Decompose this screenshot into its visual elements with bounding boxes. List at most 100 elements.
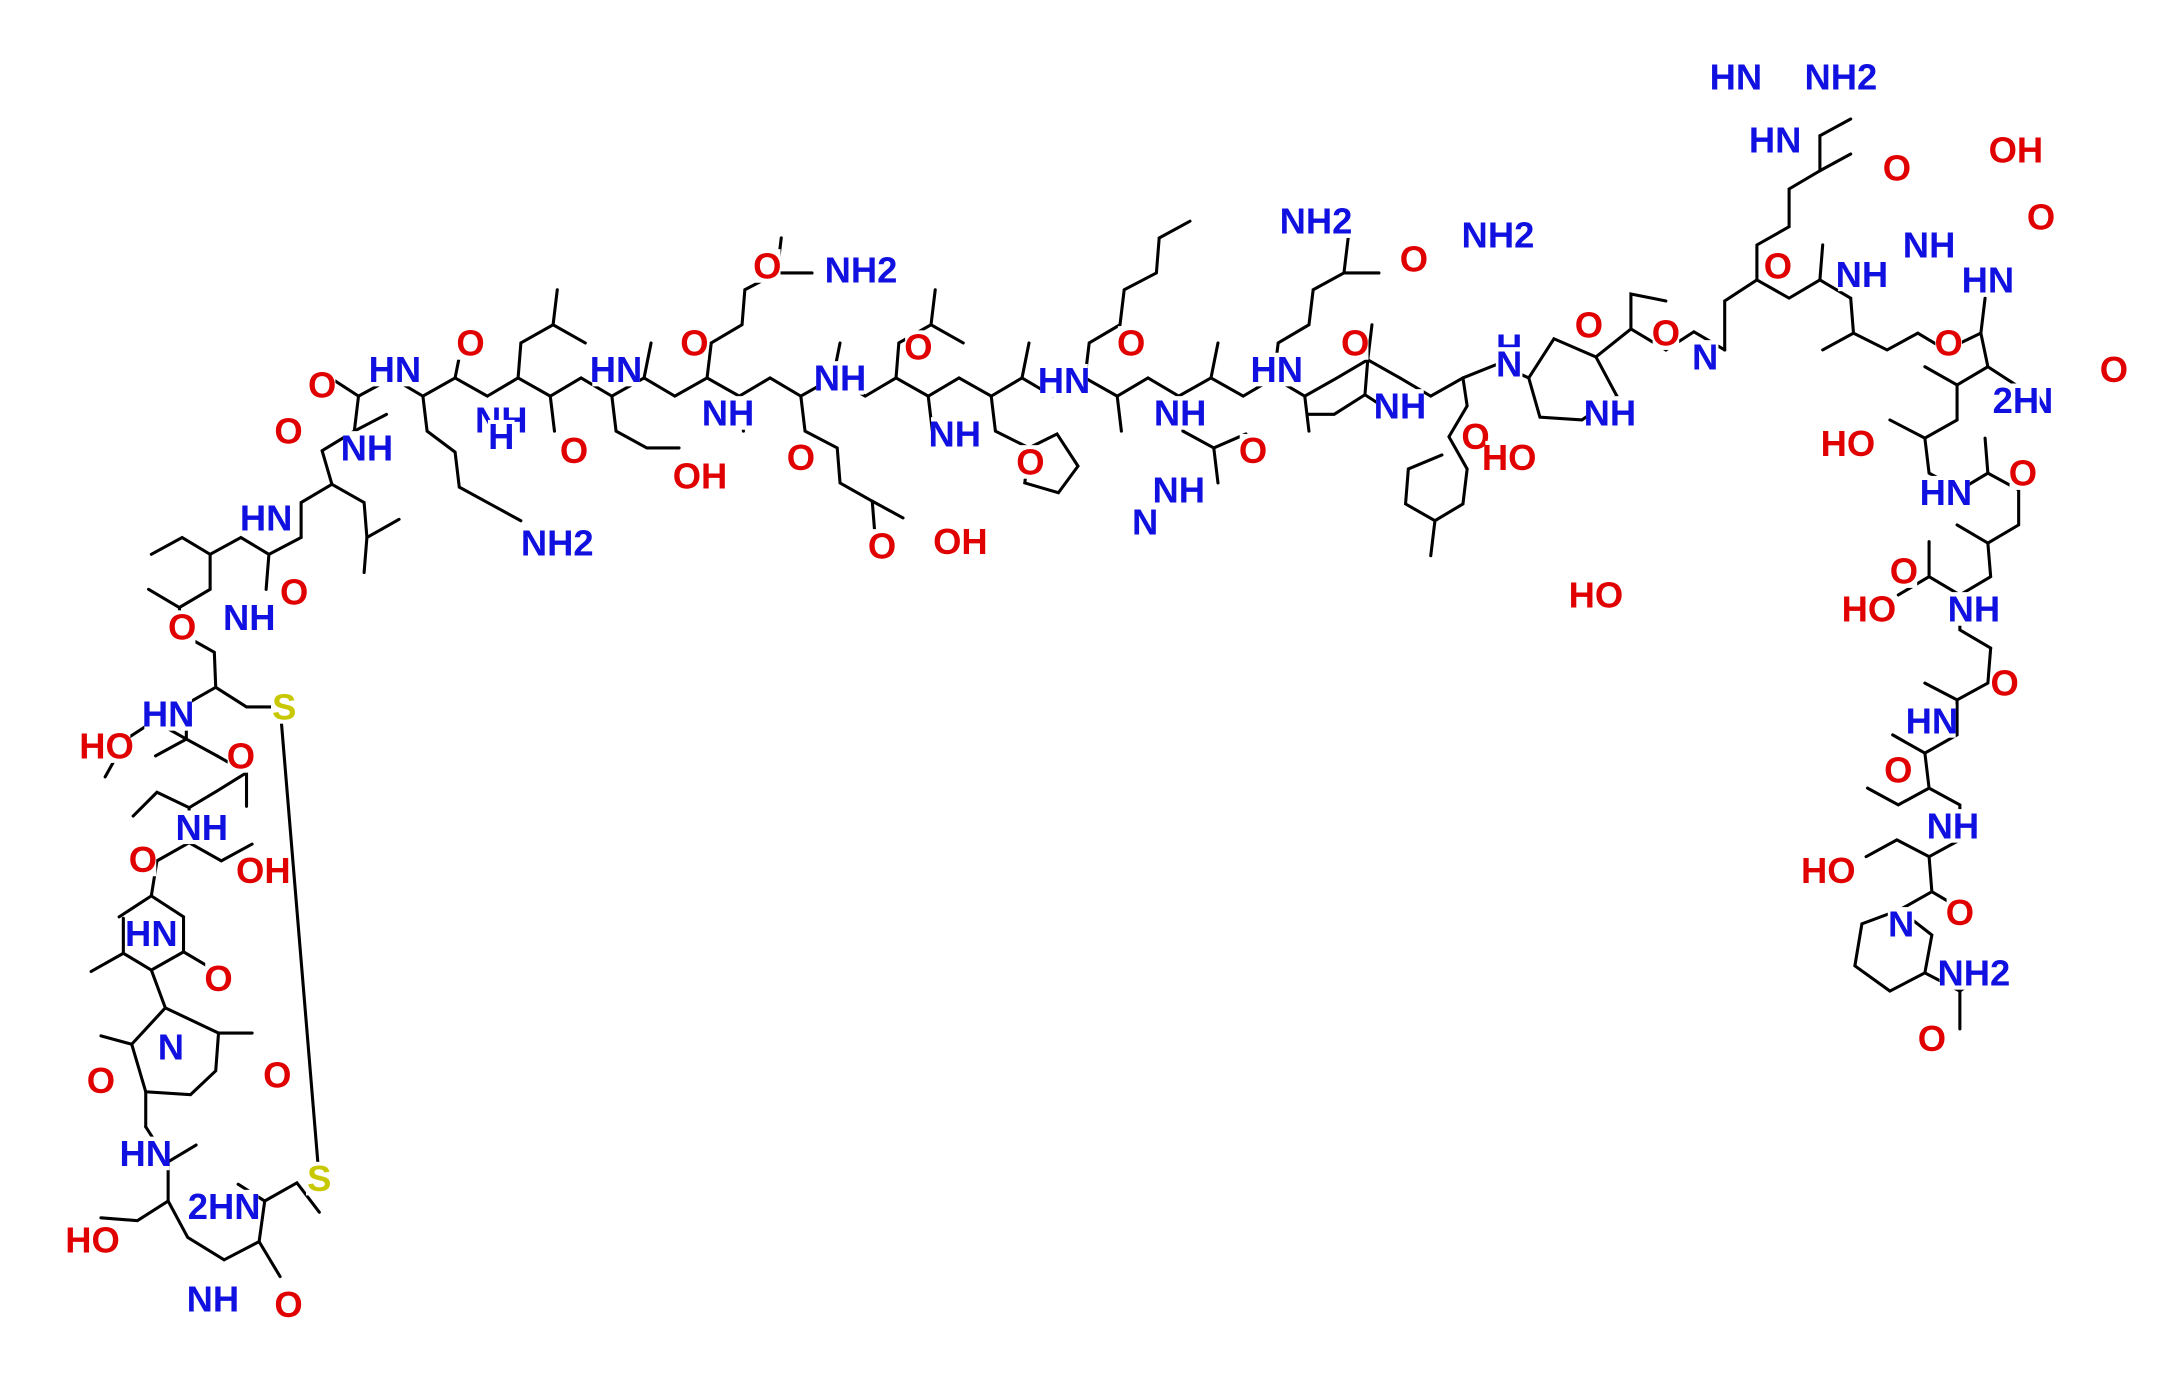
atom-label-o: O	[1239, 430, 1267, 471]
bond	[1849, 296, 1920, 352]
bond	[1083, 219, 1192, 380]
bond	[1888, 383, 1959, 440]
atom-label-background	[1040, 363, 1088, 398]
atom-label-background	[1117, 326, 1145, 360]
bond	[180, 632, 218, 706]
atom-label-background	[1652, 316, 1680, 350]
atom-label-background	[1918, 1021, 1946, 1056]
atom-label-o: O	[1991, 663, 2019, 704]
atom-label-background	[1156, 396, 1204, 430]
atom-label-oh: OH	[933, 521, 988, 562]
bond	[926, 376, 1024, 398]
atom-label-o: O	[1764, 245, 1792, 286]
bond	[453, 376, 552, 398]
atom-label-background	[592, 352, 640, 387]
atom-label-background	[1462, 419, 1489, 454]
bond	[1307, 358, 1370, 416]
bond	[870, 499, 905, 520]
bond	[149, 968, 167, 1010]
atom-label-nh: NH	[1903, 224, 1956, 265]
atom-label-o: O	[753, 245, 781, 286]
atom-label-o: O	[1461, 416, 1489, 457]
atom-label-background	[1691, 340, 1719, 374]
atom-label-nh2: NH2	[1937, 952, 2010, 993]
bond	[1594, 292, 1668, 359]
atom-label-o: O	[1884, 749, 1912, 790]
atom-label-nh2: NH2	[825, 250, 898, 291]
bond	[208, 535, 303, 557]
atom-label-background	[225, 600, 274, 635]
bond	[214, 685, 282, 709]
bond	[799, 394, 877, 538]
bond	[1818, 243, 1825, 282]
bond	[1916, 296, 1987, 352]
atom-label-nh: NH	[1154, 392, 1207, 433]
atom-label-nh: NH	[702, 392, 755, 433]
atom-label-background	[239, 853, 288, 888]
atom-label-background	[1908, 704, 1956, 738]
atom-label-background	[1376, 389, 1424, 423]
atom-label-background	[905, 330, 932, 364]
atom-label-o: O	[1883, 147, 1911, 188]
atom-label-o: O	[1918, 1018, 1946, 1059]
atom-label-nh: NH	[223, 597, 276, 638]
atom-label-background	[1495, 347, 1523, 381]
bond	[149, 894, 216, 972]
atom-label-hn: HN	[240, 497, 293, 538]
atom-label-hn: HN	[125, 913, 178, 954]
atom-label-background	[275, 414, 302, 448]
atom-label-background	[82, 729, 131, 763]
bond	[642, 376, 741, 398]
atom-label-background	[560, 433, 588, 468]
atom-label-n: N	[1888, 903, 1914, 944]
bond	[1303, 357, 1402, 398]
bond-layer	[89, 117, 2021, 1279]
bond	[1865, 751, 1931, 807]
atom-label-background	[1905, 228, 1953, 262]
atom-label-background	[826, 253, 896, 287]
bond	[1303, 394, 1311, 433]
atom-label-background	[129, 842, 157, 877]
atom-label-ho: HO	[65, 1220, 120, 1261]
atom-label-nh: NH	[187, 1279, 240, 1320]
atom-label-background	[1992, 383, 2040, 418]
atom-label-s: S	[307, 1158, 331, 1199]
atom-label-background	[1239, 433, 1267, 468]
atom-label-nh: NH	[1584, 392, 1637, 433]
atom-label-ho: HO	[1569, 574, 1624, 615]
atom-label-background	[87, 1063, 115, 1098]
atom-label-n: N	[158, 1027, 184, 1068]
atom-label-background	[1751, 123, 1799, 157]
atom-label-background	[1806, 60, 1876, 94]
atom-label-nh: NH	[341, 427, 394, 468]
atom-label-background	[2100, 352, 2128, 387]
atom-label-n: N	[1692, 336, 1718, 377]
atom-label-background	[1929, 809, 1977, 843]
atom-label-background	[2027, 200, 2055, 234]
atom-label-o: O	[1117, 322, 1145, 363]
atom-label-o: O	[2100, 349, 2128, 390]
atom-label-oh: OH	[673, 455, 728, 496]
atom-label-background	[1575, 307, 1603, 342]
bond	[421, 394, 523, 523]
atom-label-background	[271, 690, 298, 724]
atom-label-nh2: NH2	[521, 523, 594, 564]
atom-label-background	[936, 524, 985, 559]
bond	[1209, 341, 1220, 380]
bond	[1342, 236, 1350, 275]
bond	[1864, 838, 1962, 859]
bond	[356, 376, 457, 398]
atom-label-nh2: NH2	[1805, 56, 1878, 97]
atom-label-nh2: NH2	[1462, 215, 1535, 256]
bond	[1891, 646, 1993, 755]
atom-label-h: H	[488, 416, 514, 457]
atom-label-o: O	[1016, 441, 1044, 482]
atom-label-background	[68, 1223, 117, 1258]
bond	[264, 552, 271, 591]
atom-label-background	[1572, 578, 1620, 612]
atom-label-background	[676, 459, 724, 493]
bond	[516, 322, 587, 380]
atom-label-hn: HN	[369, 349, 422, 390]
atom-label-background	[275, 1287, 302, 1322]
atom-label-background	[457, 326, 484, 360]
